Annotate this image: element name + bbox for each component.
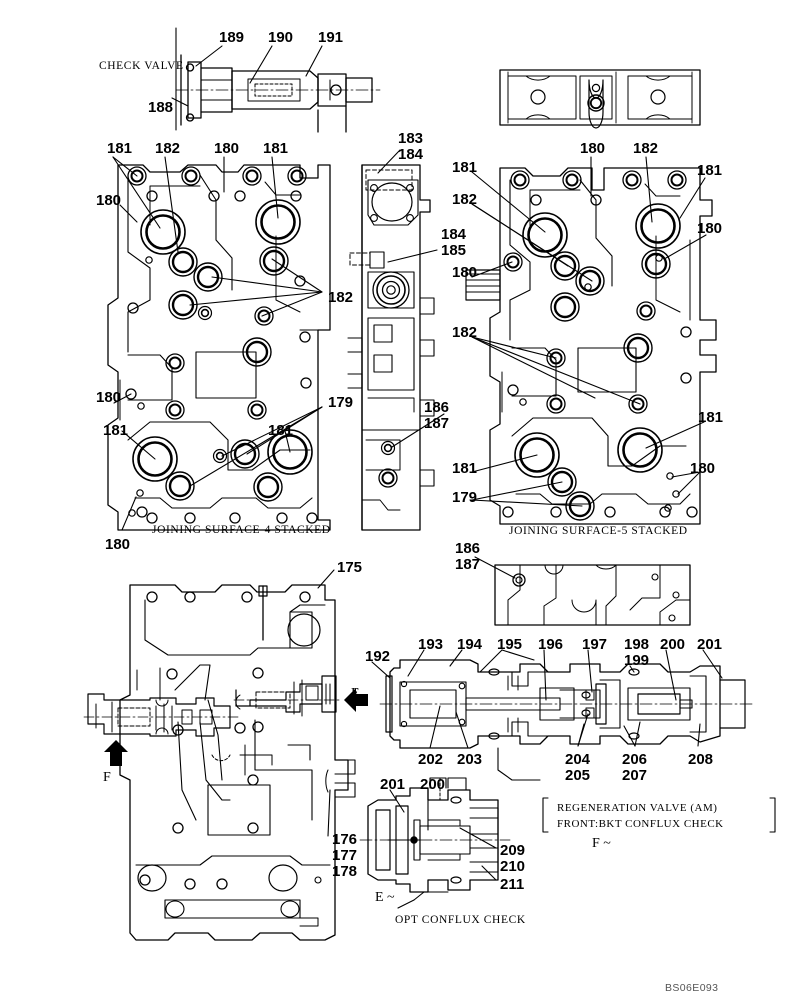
- callout-193-regen-valve-view-1: 193: [418, 636, 444, 653]
- callout-180-surface4-view-6: 180: [96, 389, 122, 406]
- callout-181-surface4-view-9: 181: [268, 422, 294, 439]
- note-line-2: FRONT:BKT CONFLUX CHECK: [557, 818, 724, 830]
- callout-194-regen-valve-view-2: 194: [457, 636, 483, 653]
- regen-leaders: [371, 649, 723, 749]
- callout-176-main-body-view-1: 176: [332, 831, 358, 848]
- callout-177-main-body-view-2: 177: [332, 847, 358, 864]
- callout-181-surface4-view-3: 181: [263, 140, 289, 157]
- callout-200-regen-valve-view-8: 200: [660, 636, 686, 653]
- surface5-valve-body: [465, 167, 717, 525]
- callout-186-middle-view-4: 186: [424, 399, 450, 416]
- drawing-number: BS06E093: [665, 982, 719, 994]
- joining-surface-5-title: JOINING SURFACE-5 STACKED: [509, 525, 688, 537]
- callout-181-surface5-view-9: 181: [452, 460, 478, 477]
- callout-182-surface4-view-5: 182: [328, 289, 354, 306]
- surface4-valve-body: [107, 164, 331, 531]
- callout-205-regen-valve-view-13: 205: [565, 767, 591, 784]
- callout-179-surface4-view-8: 179: [328, 394, 354, 411]
- callout-187-plate-view-1: 187: [455, 556, 481, 573]
- opt-leaders: [389, 789, 497, 881]
- callout-206-regen-valve-view-14: 206: [622, 751, 648, 768]
- surface4-leaders: [112, 156, 323, 531]
- middle-side-view: [347, 164, 435, 531]
- callout-181-surface4-view-0: 181: [107, 140, 133, 157]
- callout-191-check-valve-view-2: 191: [318, 29, 344, 46]
- opt-conflux-check-view: [359, 777, 511, 909]
- callout-181-surface4-view-7: 181: [103, 422, 129, 439]
- callout-187-middle-view-5: 187: [424, 415, 450, 432]
- main-body-leaders: [317, 569, 335, 837]
- callout-200-opt-conflux-view-1: 200: [420, 776, 446, 793]
- view-ref-label-e: E ~: [375, 890, 395, 905]
- view-arrow-shapes: [104, 688, 368, 766]
- callout-201-regen-valve-view-9: 201: [697, 636, 723, 653]
- callout-182-surface5-view-1: 182: [633, 140, 659, 157]
- callout-186-plate-view-0: 186: [455, 540, 481, 557]
- callout-184-middle-view-2: 184: [441, 226, 467, 243]
- arrow-f-glyph: [104, 740, 128, 766]
- note-line-1: REGENERATION VALVE (AM): [557, 802, 718, 814]
- view-arrow-label-e: E: [351, 686, 360, 701]
- arrow-e-glyph: [344, 688, 368, 712]
- top-plate-view: [499, 69, 701, 129]
- main-valve-body-view: [83, 584, 356, 941]
- check-valve-title: CHECK VALVE: [99, 60, 184, 72]
- callout-183-middle-view-0: 183: [398, 130, 424, 147]
- callout-199-regen-valve-view-7: 199: [624, 652, 650, 669]
- callout-175-main-body-view-0: 175: [337, 559, 363, 576]
- callout-202-regen-valve-view-10: 202: [418, 751, 444, 768]
- callout-207-regen-valve-view-15: 207: [622, 767, 648, 784]
- callout-182-surface5-view-4: 182: [452, 191, 478, 208]
- surface5-leaders: [471, 156, 707, 507]
- note-bracket: [542, 797, 776, 833]
- callout-180-surface5-view-5: 180: [697, 220, 723, 237]
- callout-180-surface5-view-10: 180: [690, 460, 716, 477]
- callout-184-middle-view-1: 184: [398, 146, 424, 163]
- callout-179-surface5-view-11: 179: [452, 489, 478, 506]
- callout-185-middle-view-3: 185: [441, 242, 467, 259]
- callout-196-regen-valve-view-4: 196: [538, 636, 564, 653]
- callout-201-opt-conflux-view-0: 201: [380, 776, 406, 793]
- callout-198-regen-valve-view-6: 198: [624, 636, 650, 653]
- view-arrow-label-f: F: [103, 770, 111, 785]
- callout-180-surface5-view-6: 180: [452, 264, 478, 281]
- callout-182-surface5-view-7: 182: [452, 324, 478, 341]
- callout-209-opt-conflux-view-2: 209: [500, 842, 526, 859]
- opt-conflux-check-title: OPT CONFLUX CHECK: [395, 914, 526, 926]
- callout-181-surface5-view-3: 181: [697, 162, 723, 179]
- callout-203-regen-valve-view-11: 203: [457, 751, 483, 768]
- check-valve-leaders: [171, 45, 323, 107]
- callout-188-check-valve-view-3: 188: [148, 99, 174, 116]
- callout-181-surface5-view-8: 181: [698, 409, 724, 426]
- regeneration-valve-section: [379, 659, 756, 781]
- callout-190-check-valve-view-1: 190: [268, 29, 294, 46]
- callout-208-regen-valve-view-16: 208: [688, 751, 714, 768]
- middle-leaders: [377, 149, 445, 448]
- callout-197-regen-valve-view-5: 197: [582, 636, 608, 653]
- callout-180-surface5-view-0: 180: [580, 140, 606, 157]
- callout-195-regen-valve-view-3: 195: [497, 636, 523, 653]
- check-valve-section-view: [175, 27, 381, 133]
- callout-180-surface4-view-2: 180: [214, 140, 240, 157]
- joining-surface-4-title: JOINING SURFACE-4 STACKED: [152, 524, 331, 536]
- callout-178-main-body-view-3: 178: [332, 863, 358, 880]
- callout-181-surface5-view-2: 181: [452, 159, 478, 176]
- callout-210-opt-conflux-view-3: 210: [500, 858, 526, 875]
- callout-182-surface4-view-1: 182: [155, 140, 181, 157]
- plate-186-187-view: [494, 564, 691, 626]
- callout-211-opt-conflux-view-4: 211: [500, 876, 525, 893]
- note-view-ref-f: F ~: [592, 836, 611, 851]
- callout-192-regen-valve-view-0: 192: [365, 648, 391, 665]
- callout-180-surface4-view-10: 180: [105, 536, 131, 553]
- callout-180-surface4-view-4: 180: [96, 192, 122, 209]
- callout-189-check-valve-view-0: 189: [219, 29, 245, 46]
- callout-204-regen-valve-view-12: 204: [565, 751, 591, 768]
